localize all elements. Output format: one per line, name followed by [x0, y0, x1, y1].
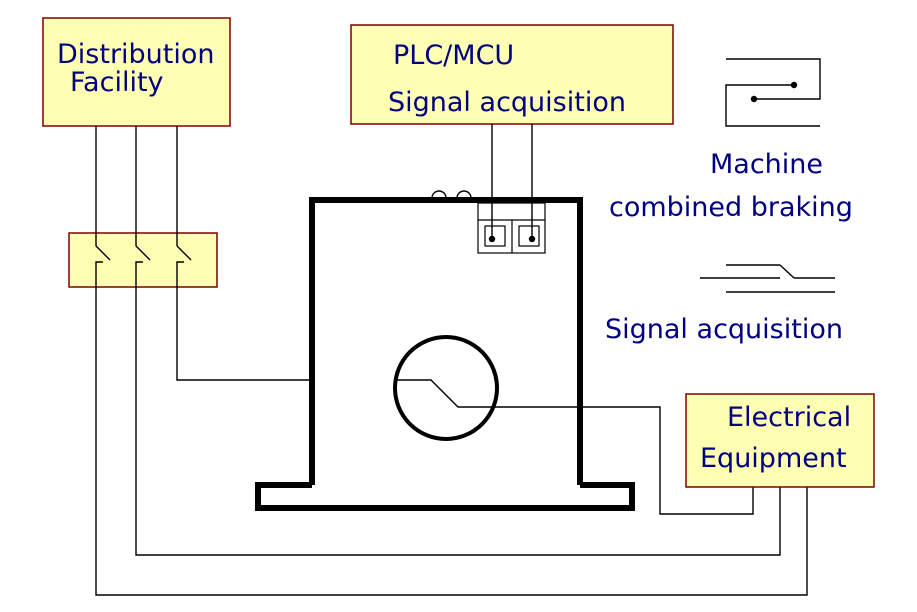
electrical-equipment-label-line1: Electrical — [727, 402, 851, 433]
plc-mcu-label-line2: Signal acquisition — [388, 87, 626, 118]
sensor-body — [309, 197, 583, 485]
machine-braking-label-line1: Machine — [710, 149, 823, 180]
current-sensor — [255, 190, 635, 511]
distribution-facility-label-line1: Distribution — [57, 39, 215, 70]
electrical-equipment-label-line2: Equipment — [700, 443, 847, 474]
plc-mcu-node: PLC/MCU Signal acquisition — [350, 24, 674, 125]
plc-mcu-label-line1: PLC/MCU — [393, 40, 514, 71]
legend-machine-braking: Machine combined braking — [609, 58, 853, 223]
wire-phase-1 — [95, 275, 808, 596]
terminal-block — [477, 202, 546, 254]
circuit-breaker — [68, 232, 218, 288]
distribution-facility-node: Distribution Facility — [42, 17, 231, 127]
sensor-base — [255, 482, 635, 511]
machine-braking-symbol — [725, 58, 821, 127]
wire-phase-3 — [176, 275, 312, 381]
sensor-loop-1 — [431, 190, 447, 199]
terminal-1 — [484, 225, 506, 247]
sensor-aperture — [393, 335, 499, 441]
signal-contact-symbol — [700, 264, 835, 293]
plc-mcu-box — [350, 24, 674, 125]
electrical-equipment-node: Electrical Equipment — [685, 393, 875, 488]
breaker-switch-3 — [176, 245, 192, 275]
electrical-equipment-box — [685, 393, 875, 488]
distribution-facility-label-line2: Facility — [70, 67, 164, 98]
signal-wires — [491, 124, 533, 239]
breaker-box — [68, 232, 218, 288]
legend-signal-acquisition: Signal acquisition — [605, 264, 843, 345]
phase-wires — [95, 275, 808, 596]
breaker-switch-2 — [135, 245, 151, 275]
supply-wires — [95, 126, 178, 246]
load-wire — [395, 379, 754, 515]
machine-braking-label-line2: combined braking — [609, 192, 853, 223]
sensor-loop-2 — [456, 190, 472, 199]
signal-acquisition-legend-label: Signal acquisition — [605, 314, 843, 345]
breaker-switch-1 — [95, 245, 111, 275]
terminal-2 — [518, 225, 540, 247]
wire-phase-2 — [135, 275, 781, 556]
distribution-facility-box — [42, 17, 231, 127]
